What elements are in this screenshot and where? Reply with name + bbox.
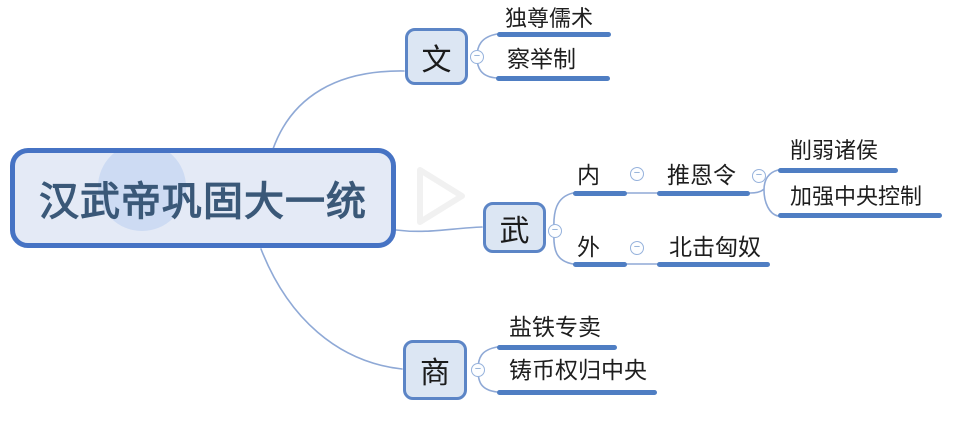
collapse-button-wen[interactable]: − xyxy=(470,50,484,64)
topic-wen[interactable]: 文 xyxy=(405,28,468,85)
collapse-button-tuienling[interactable]: − xyxy=(752,169,766,183)
topic-nei[interactable]: 内 xyxy=(577,162,600,188)
topic-xueruozhuhou[interactable]: 削弱诸侯 xyxy=(790,138,879,163)
branch-line-duzunrushu xyxy=(497,32,611,37)
branch-line-chajuzhi xyxy=(496,76,610,81)
branch-line-wai xyxy=(573,262,627,267)
topic-wen-label: 文 xyxy=(421,43,452,77)
minus-icon: − xyxy=(633,167,641,179)
branch-line-nei xyxy=(573,191,627,196)
collapse-button-shang[interactable]: − xyxy=(471,363,485,377)
collapse-button-wai[interactable]: − xyxy=(630,241,644,255)
topic-duzunrushu[interactable]: 独尊儒术 xyxy=(505,6,594,31)
collapse-button-nei[interactable]: − xyxy=(630,167,644,181)
minus-icon: − xyxy=(551,224,559,236)
branch-line-tuienling xyxy=(657,191,750,196)
minus-icon: − xyxy=(474,363,482,375)
brace-tuienling xyxy=(749,169,779,217)
branch-line-jiaqiangzhongyang xyxy=(778,213,942,218)
topic-chajuzhi[interactable]: 察举制 xyxy=(507,46,576,72)
topic-shang[interactable]: 商 xyxy=(403,340,467,400)
minus-icon: − xyxy=(473,50,481,62)
root-topic[interactable]: 汉武帝巩固大一统 xyxy=(10,148,396,248)
watermark-play-icon xyxy=(417,167,465,225)
topic-tuienling[interactable]: 推恩令 xyxy=(667,162,736,188)
edge-root-wu xyxy=(395,226,483,233)
topic-zhubiquan[interactable]: 铸币权归中央 xyxy=(509,357,647,383)
branch-line-xueruozhuhou xyxy=(778,168,898,173)
root-topic-label: 汉武帝巩固大一统 xyxy=(39,180,367,224)
branch-line-zhubiquan xyxy=(497,390,657,395)
topic-yantiezhuanmai[interactable]: 盐铁专卖 xyxy=(509,314,601,340)
topic-beijixiongnu[interactable]: 北击匈奴 xyxy=(669,234,761,260)
branch-line-yantiezhuanmai xyxy=(497,345,617,350)
edge-root-wen xyxy=(272,70,405,150)
topic-shang-label: 商 xyxy=(420,357,450,390)
highlight-circle xyxy=(98,153,186,231)
branch-line-beijixiongnu xyxy=(657,262,770,267)
collapse-button-wu[interactable]: − xyxy=(548,224,562,238)
topic-wu-label: 武 xyxy=(499,214,530,248)
minus-icon: − xyxy=(755,169,763,181)
topic-wai[interactable]: 外 xyxy=(577,234,600,260)
topic-wu[interactable]: 武 xyxy=(483,202,546,253)
minus-icon: − xyxy=(633,241,641,253)
topic-jiaqiangzhongyang[interactable]: 加强中央控制 xyxy=(790,184,923,209)
edge-root-shang xyxy=(260,248,403,370)
